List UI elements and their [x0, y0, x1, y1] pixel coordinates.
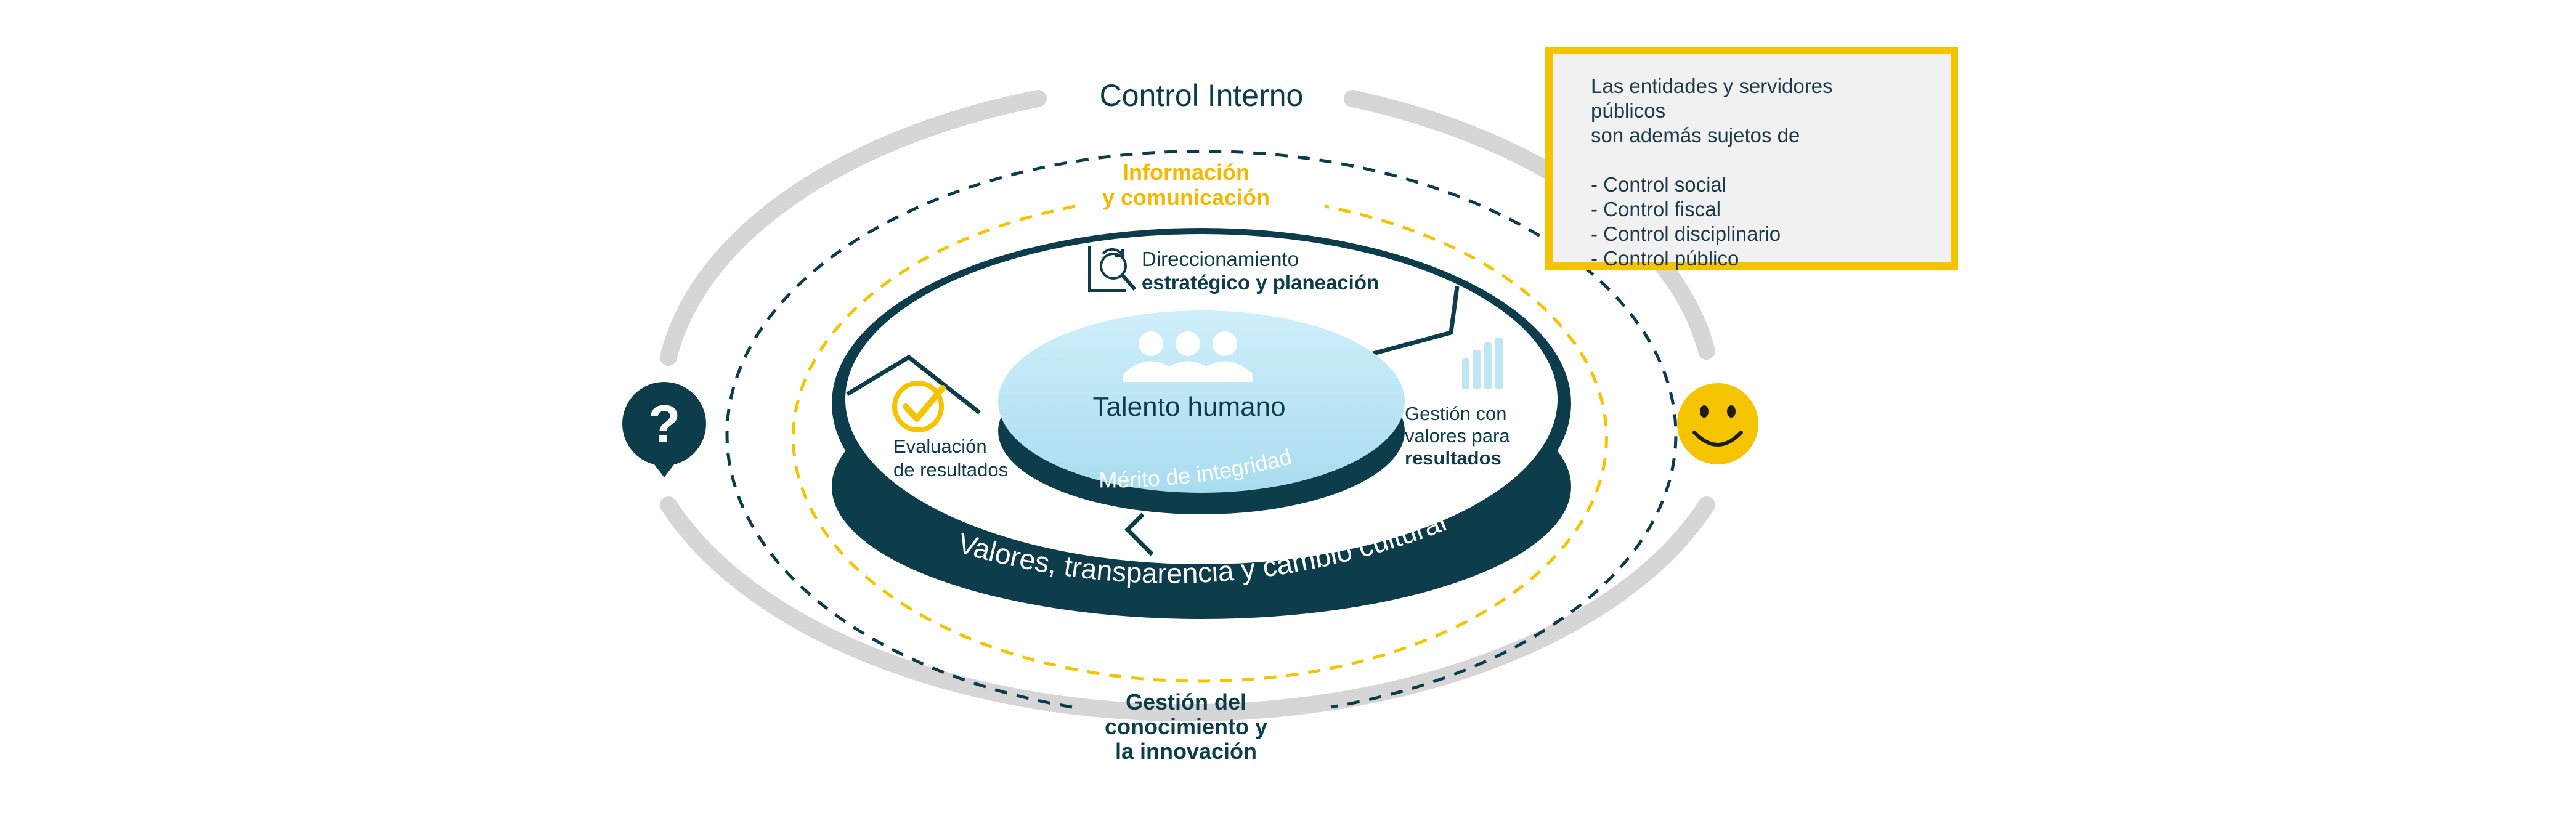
smiley-icon	[1677, 383, 1758, 464]
control-interno-title: Control Interno	[1100, 78, 1304, 113]
note-item-control-disciplinario: Control disciplinario	[1591, 222, 1912, 246]
talento-humano-disc	[998, 310, 1405, 514]
bar-chart-icon	[1462, 338, 1503, 389]
ring-dividers	[846, 286, 1460, 556]
note-item-control-fiscal: Control fiscal	[1591, 197, 1912, 222]
sujetos-de-control-box: Las entidades y servidores públicos son …	[1545, 47, 1958, 270]
gestion-line3: resultados	[1405, 447, 1501, 469]
center-label: Talento humano	[1092, 392, 1285, 422]
informacion-comunicacion-ring	[792, 204, 1608, 683]
knowledge-label-line1: Gestión del	[1126, 689, 1246, 715]
svg-text:?: ?	[648, 395, 681, 454]
note-item-control-publico: Control público	[1591, 246, 1912, 271]
gestion-line2: valores para	[1405, 425, 1510, 447]
knowledge-label-line3: la innovación	[1115, 739, 1257, 764]
evaluacion-line1: Evaluación	[893, 435, 987, 457]
note-intro-line2: son además sujetos de	[1591, 124, 1800, 147]
strategy-icon	[1088, 246, 1137, 292]
note-spacer	[1591, 148, 1912, 172]
info-label-line1: Información	[1123, 160, 1249, 185]
note-item-control-social: Control social	[1591, 172, 1912, 197]
checkmark-icon	[892, 381, 946, 432]
note-intro-line1: Las entidades y servidores públicos	[1591, 75, 1833, 122]
direccionamiento-line1: Direccionamiento	[1142, 248, 1299, 270]
knowledge-label-line2: conocimiento y	[1105, 714, 1267, 739]
gestion-line1: Gestión con	[1405, 403, 1506, 424]
direccionamiento-line2: estratégico y planeación	[1142, 271, 1379, 294]
people-icon	[1123, 331, 1253, 382]
info-label-line2: y comunicación	[1102, 185, 1270, 210]
evaluacion-line2: de resultados	[893, 459, 1008, 480]
question-bubble-icon: ?	[622, 382, 706, 477]
